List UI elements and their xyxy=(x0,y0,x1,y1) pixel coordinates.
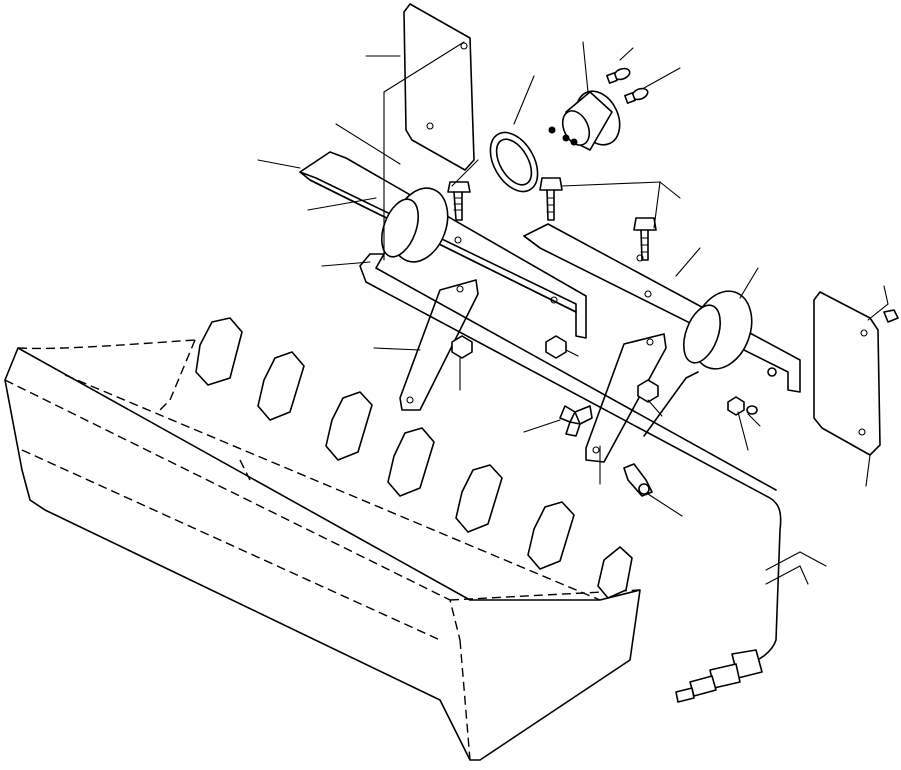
nut-4 xyxy=(727,396,745,416)
leader-lines xyxy=(257,41,889,517)
nut-1 xyxy=(451,335,473,359)
bulb-2 xyxy=(624,87,649,104)
work-lamp-right xyxy=(682,290,753,370)
washer-1 xyxy=(746,405,758,415)
lamp-housing xyxy=(548,90,621,151)
left-reflector-plate xyxy=(403,3,475,171)
bolt-3 xyxy=(633,217,657,261)
bucket xyxy=(4,339,641,761)
bolt-2 xyxy=(539,177,563,221)
lamp-bezel-ring xyxy=(489,131,539,193)
mount-leg-right xyxy=(585,333,667,463)
bucket-teeth xyxy=(195,317,633,599)
bulb-1 xyxy=(606,67,631,84)
nut-2 xyxy=(545,335,567,359)
bolt-1 xyxy=(447,181,471,221)
clamp-screw xyxy=(623,463,653,497)
lamp-bracket-right xyxy=(523,223,801,393)
wing-nut xyxy=(559,405,593,437)
mount-leg-left xyxy=(399,279,479,411)
screw-small xyxy=(883,309,899,323)
wire-harness xyxy=(359,253,827,665)
work-lamp-left xyxy=(380,187,449,263)
connector-plug xyxy=(675,649,763,703)
right-reflector-plate xyxy=(813,291,881,456)
nut-3 xyxy=(637,379,659,403)
